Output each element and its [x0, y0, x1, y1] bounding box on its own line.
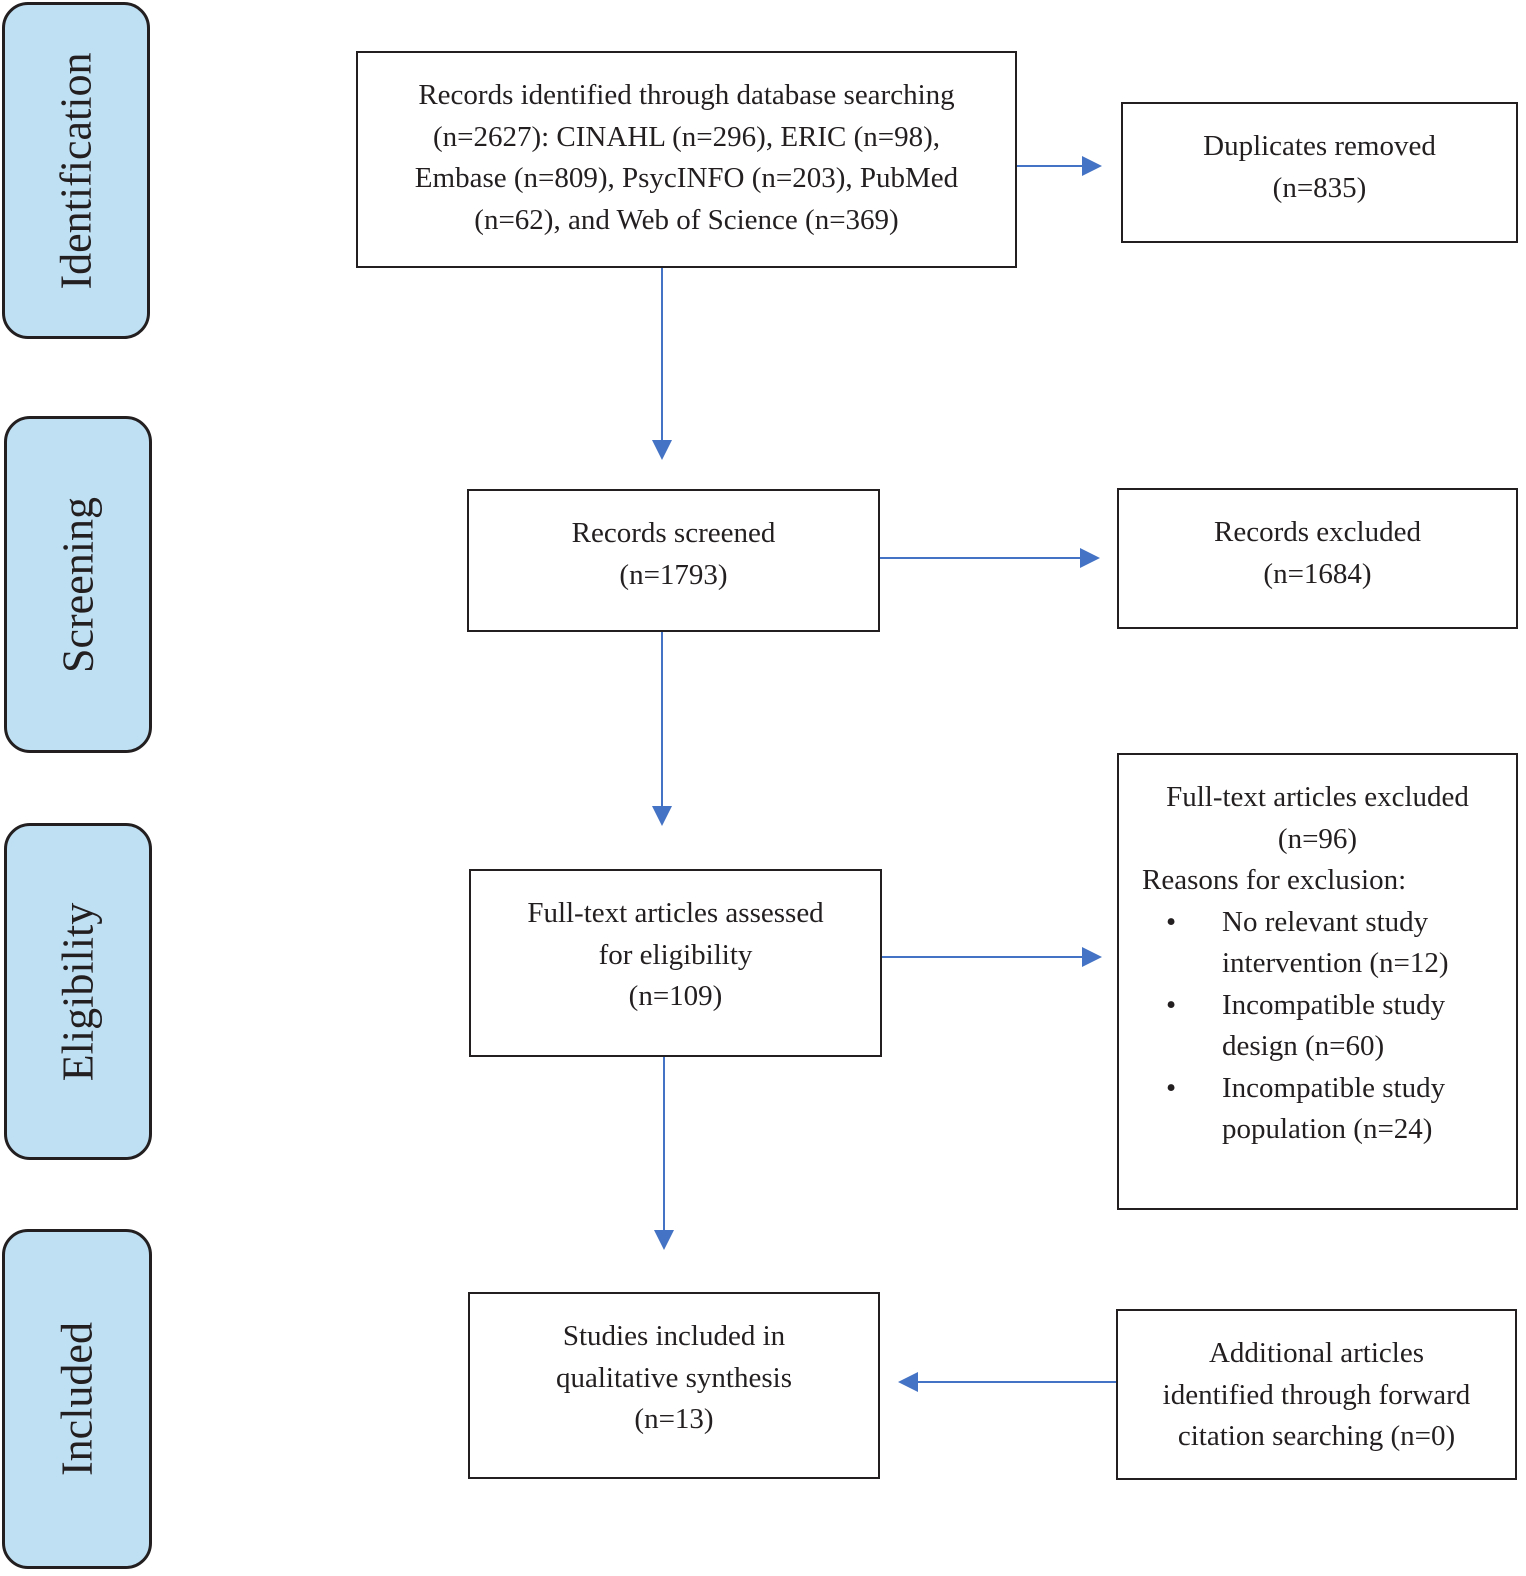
stage-identification: Identification	[2, 2, 150, 339]
duplicates-removed-count: (n=835)	[1272, 171, 1367, 204]
studies-included-count: (n=13)	[634, 1403, 714, 1435]
fulltext-assessed-count: (n=109)	[628, 980, 723, 1012]
additional-articles-line-3: citation searching (n=0)	[1177, 1420, 1456, 1452]
records-identified-box: Records identified through database sear…	[356, 51, 1017, 268]
records-excluded-title: Records excluded	[1214, 516, 1421, 548]
exclusion-reason-line: Incompatible study	[1222, 1071, 1446, 1104]
fulltext-assessed-box: Full-text articles assessed for eligibil…	[469, 869, 882, 1057]
additional-articles-box: Additional articles identified through f…	[1116, 1309, 1517, 1480]
additional-articles-line-1: Additional articles	[1208, 1337, 1425, 1369]
stage-included: Included	[2, 1229, 152, 1569]
fulltext-excluded-title: Full-text articles excluded	[1166, 781, 1469, 813]
stage-screening: Screening	[4, 416, 152, 753]
records-identified-line-1: Records identified through database sear…	[418, 79, 955, 111]
exclusion-reason-item: • No relevant study intervention (n=12)	[1142, 902, 1516, 985]
exclusion-reason-line: population (n=24)	[1222, 1113, 1433, 1145]
records-excluded-count: (n=1684)	[1263, 557, 1372, 590]
records-screened-box: Records screened (n=1793)	[467, 489, 880, 632]
bullet-icon: •	[1166, 988, 1177, 1021]
stage-eligibility: Eligibility	[4, 823, 152, 1160]
exclusion-reason-item: • Incompatible study population (n=24)	[1142, 1068, 1516, 1151]
exclusion-reason-line: design (n=60)	[1222, 1030, 1385, 1062]
records-identified-line-3: Embase (n=809), PsycINFO (n=203), PubMed	[414, 162, 959, 194]
exclusion-reason-line: No relevant study	[1222, 905, 1429, 938]
additional-articles-line-2: identified through forward	[1162, 1378, 1471, 1411]
bullet-icon: •	[1166, 1071, 1177, 1104]
studies-included-line-1: Studies included in	[562, 1320, 786, 1352]
bullet-icon: •	[1166, 905, 1177, 938]
studies-included-line-2: qualitative synthesis	[556, 1361, 792, 1394]
records-identified-line-4: (n=62), and Web of Science (n=369)	[474, 203, 899, 236]
fulltext-assessed-line-1: Full-text articles assessed	[527, 897, 824, 929]
fulltext-assessed-line-2: for eligibility	[598, 938, 753, 971]
exclusion-reason-line: Incompatible study	[1222, 988, 1446, 1021]
duplicates-removed-title: Duplicates removed	[1203, 130, 1436, 162]
fulltext-excluded-count: (n=96)	[1277, 822, 1358, 855]
records-excluded-box: Records excluded (n=1684)	[1117, 488, 1518, 629]
studies-included-box: Studies included in qualitative synthesi…	[468, 1292, 880, 1479]
records-screened-count: (n=1793)	[619, 558, 728, 591]
records-identified-line-2: (n=2627): CINAHL (n=296), ERIC (n=98),	[432, 120, 941, 153]
exclusion-reason-item: • Incompatible study design (n=60)	[1142, 985, 1516, 1068]
duplicates-removed-box: Duplicates removed (n=835)	[1121, 102, 1518, 243]
exclusion-reason-line: intervention (n=12)	[1222, 947, 1449, 979]
exclusion-reasons-heading: Reasons for exclusion:	[1142, 864, 1407, 896]
records-screened-title: Records screened	[571, 517, 776, 549]
fulltext-excluded-box: Full-text articles excluded (n=96) Reaso…	[1117, 753, 1518, 1210]
